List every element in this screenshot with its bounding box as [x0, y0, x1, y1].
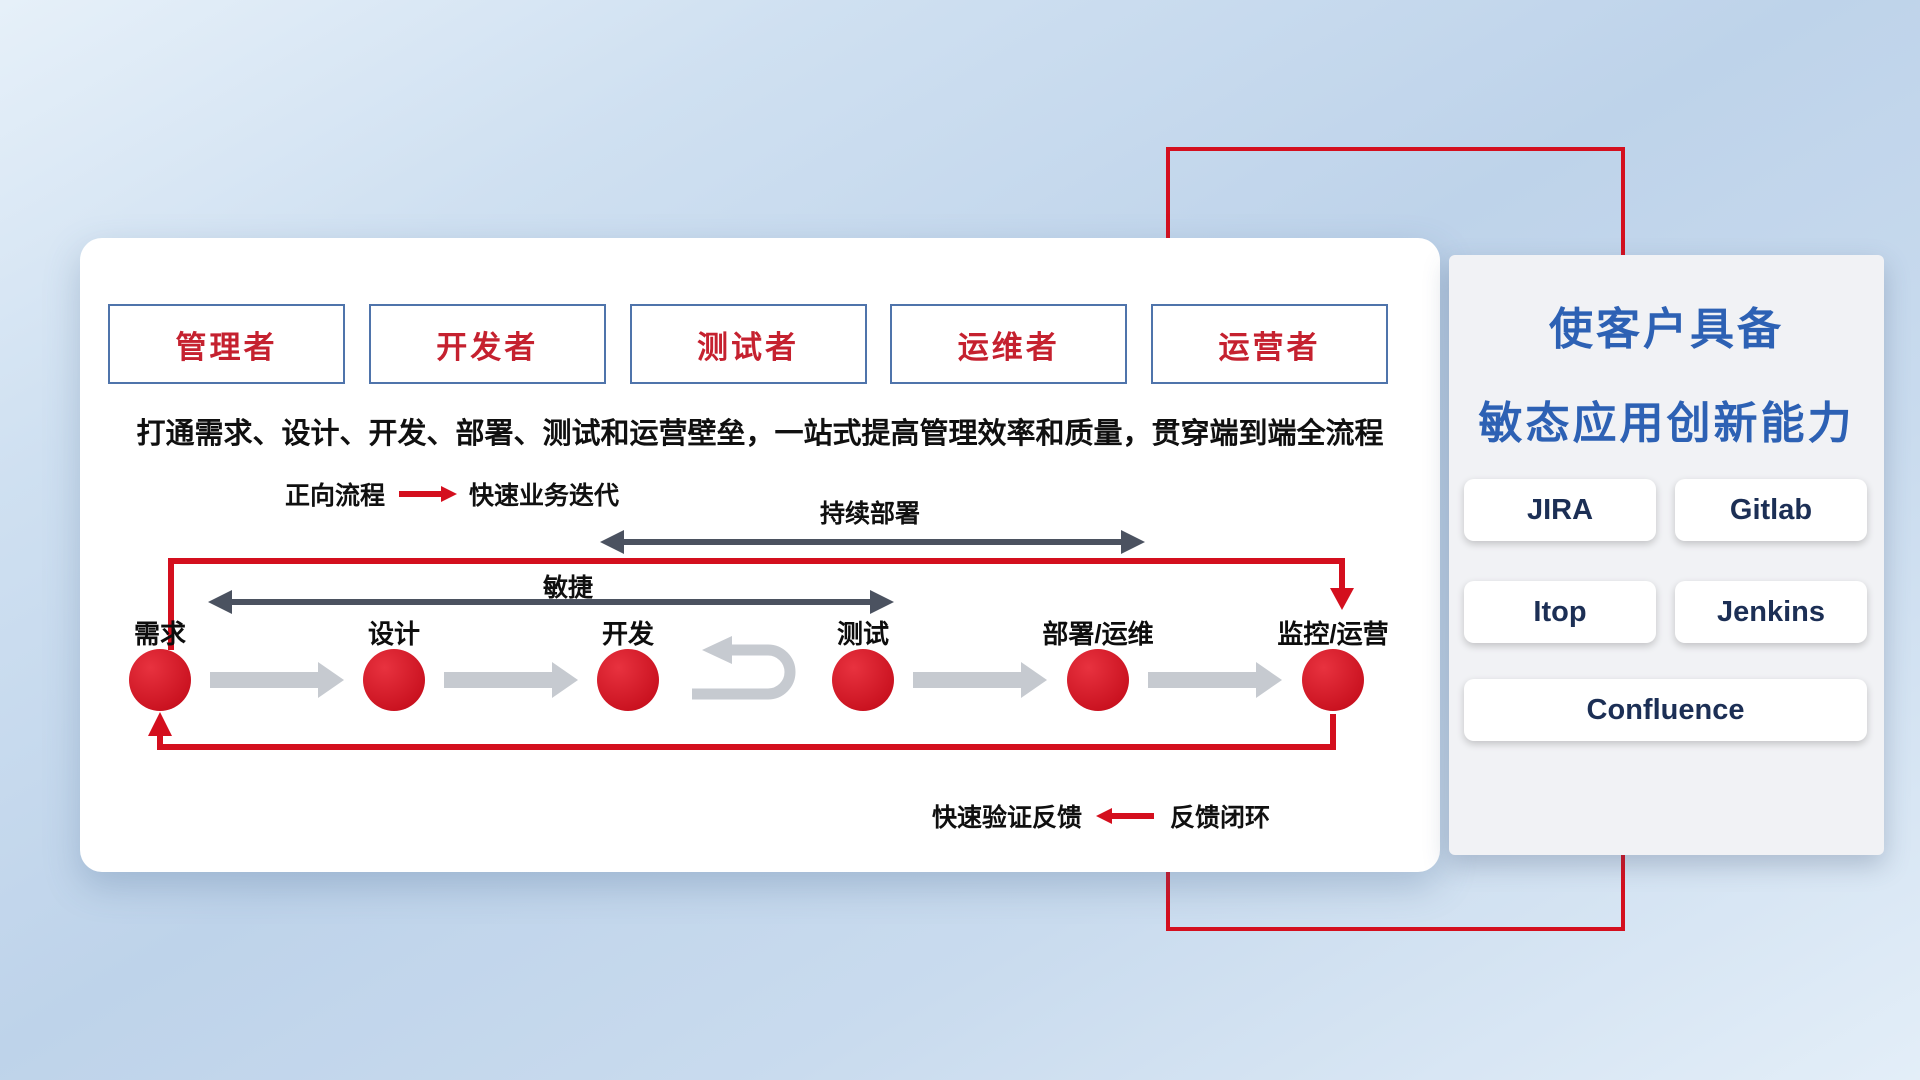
stage-circle-develop	[597, 649, 659, 711]
stage-circle-requirement	[129, 649, 191, 711]
legend-feedback: 快速验证反馈 反馈闭环	[932, 798, 1270, 834]
card-subtitle: 打通需求、设计、开发、部署、测试和运营壁垒，一站式提高管理效率和质量，贯穿端到端…	[136, 418, 1384, 450]
forward-flow-desc: 快速业务迭代	[469, 482, 620, 510]
role-box-developer: 开发者	[368, 304, 606, 384]
tool-card-jenkins: Jenkins	[1675, 581, 1867, 643]
feedback-loop-line	[157, 714, 1336, 750]
tool-card-itop: Itop	[1464, 581, 1656, 643]
role-label: 运营者	[1218, 329, 1321, 365]
stage-label-monitor-ops: 监控/运营	[1277, 619, 1389, 649]
tool-card-gitlab: Gitlab	[1675, 479, 1867, 541]
step-arrow-icon	[210, 662, 344, 698]
feedback-desc: 快速验证反馈	[932, 804, 1083, 832]
step-arrow-icon	[913, 662, 1047, 698]
panel-title-line1: 使客户具备	[1549, 305, 1784, 354]
role-box-business-operator: 运营者	[1151, 304, 1388, 384]
stage-label-develop: 开发	[601, 619, 654, 649]
stage-circle-deploy-ops	[1067, 649, 1129, 711]
agile-arrowhead-right-icon	[870, 590, 894, 614]
agile-arrowhead-left-icon	[208, 590, 232, 614]
stage-circle-monitor-ops	[1302, 649, 1364, 711]
continuous-deploy-arrowhead-left-icon	[600, 530, 624, 554]
step-arrows	[210, 662, 1282, 698]
legend-forward: 正向流程 快速业务迭代	[285, 476, 619, 512]
role-label: 开发者	[436, 329, 539, 365]
flow-diagram	[129, 530, 1364, 750]
stage-circle-design	[363, 649, 425, 711]
feedback-loop-arrowhead-icon	[148, 712, 172, 736]
role-label: 运维者	[957, 329, 1060, 365]
role-box-operator: 运维者	[890, 304, 1128, 384]
continuous-deploy-label: 持续部署	[819, 500, 920, 528]
devops-flow-card: 管理者 开发者 测试者 运维者 运营者 打通需求、设计、开发、部署、测试和运营壁…	[80, 238, 1440, 872]
role-box-tester: 测试者	[629, 304, 867, 384]
tool-card-confluence: Confluence	[1464, 679, 1867, 741]
roles-row: 管理者 开发者 测试者 运维者 运营者	[108, 304, 1388, 384]
tool-card-jira: JIRA	[1464, 479, 1656, 541]
forward-loop-line	[168, 558, 1345, 650]
stage-label-design: 设计	[367, 619, 420, 649]
stage-label-test: 测试	[836, 619, 889, 649]
step-arrow-icon	[444, 662, 578, 698]
feedback-label: 反馈闭环	[1170, 804, 1271, 832]
step-arrow-icon	[1148, 662, 1282, 698]
feedback-arrow-icon	[1096, 808, 1155, 824]
iteration-uturn-icon	[692, 636, 796, 700]
continuous-deploy-arrowhead-right-icon	[1121, 530, 1145, 554]
forward-loop-arrowhead-icon	[1330, 588, 1354, 610]
forward-flow-label: 正向流程	[285, 482, 386, 510]
stage-label-requirement: 需求	[133, 619, 186, 649]
role-box-manager: 管理者	[108, 304, 345, 384]
stage-label-deploy-ops: 部署/运维	[1042, 619, 1154, 649]
stage-circle-test	[832, 649, 894, 711]
role-label: 管理者	[175, 329, 278, 365]
panel-title-line2: 敏态应用创新能力	[1478, 399, 1855, 448]
forward-arrow-icon	[399, 486, 458, 502]
agile-span-label: 敏捷	[542, 574, 593, 602]
role-label: 测试者	[697, 329, 799, 365]
capability-panel: 使客户具备 敏态应用创新能力 JIRA Gitlab Itop Jenkins …	[1449, 255, 1884, 855]
